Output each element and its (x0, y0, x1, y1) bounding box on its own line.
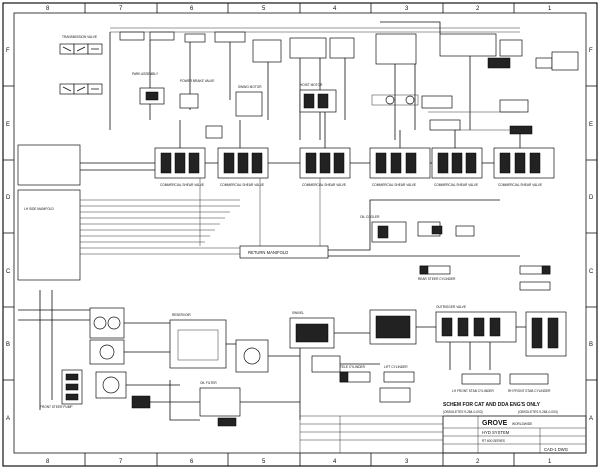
zone-left-D: D (6, 195, 11, 201)
zone-right-B: B (589, 342, 593, 348)
return-manifold-label: RETURN MANIFOLD (248, 250, 288, 255)
schem-note: SCHEM FOR CAT AND DDA ENG'S ONLY (443, 402, 541, 408)
valve-bank-d-label: COMMERCIAL SHEAR VALVE (372, 183, 416, 187)
zone-labels-right: F E D C B A (589, 48, 594, 422)
zone-top-2: 2 (476, 6, 480, 12)
zone-right-F: F (589, 48, 593, 54)
right-upper-components (421, 95, 533, 135)
company-suffix: WORLDWIDE (512, 422, 532, 426)
zone-bottom-5: 5 (262, 459, 266, 465)
zone-right-C: C (589, 269, 594, 275)
return-manifold: RETURN MANIFOLD (80, 178, 520, 259)
rear-steer-cylinders: REAR STEER CYLINDER (418, 265, 551, 291)
transmission-valve: TRANSMISSION VALVE (59, 35, 103, 95)
zone-left-F: F (6, 48, 10, 54)
zone-left-E: E (6, 122, 10, 128)
zone-left-B: B (6, 342, 10, 348)
swivel-label: SWIVEL (292, 311, 304, 315)
right-middle-components: OIL COOLER (360, 215, 475, 243)
valve-bank-a-label: COMMERCIAL SHEAR VALVE (160, 183, 204, 187)
valve-bank-row: COMMERCIAL SHEAR VALVE COMMERCIAL SHEAR … (80, 112, 555, 187)
zone-left-C: C (6, 269, 11, 275)
rh-front-cyl-label: RH FRONT STAB CYLINDER (508, 389, 551, 393)
zone-bottom-4: 4 (333, 459, 337, 465)
zone-labels-bottom: 8 7 6 5 4 3 2 1 (46, 459, 552, 465)
outrigger-valves: OUTRIGGER VALVE (369, 305, 567, 370)
title-block: GROVE WORLDWIDE HYD SYSTEM RT 600 SERIES… (442, 415, 587, 454)
lh-front-cyl-label: LH FRONT STAB CYLINDER (452, 389, 495, 393)
zone-ticks (3, 3, 597, 466)
drawing-subtitle: RT 600 SERIES (482, 439, 505, 443)
zone-bottom-6: 6 (190, 459, 194, 465)
zone-bottom-2: 2 (476, 459, 480, 465)
oil-cooler-label: OIL COOLER (360, 215, 380, 219)
sheet-id: CAD-1 DWG (544, 447, 568, 452)
zone-top-6: 6 (190, 6, 194, 12)
zone-labels-left: F E D C B A (6, 48, 11, 422)
valve-bank-c-label: COMMERCIAL SHEAR VALVE (302, 183, 346, 187)
zone-right-E: E (589, 122, 593, 128)
transmission-valve-label: TRANSMISSION VALVE (62, 35, 97, 39)
outrigger-label: OUTRIGGER VALVE (436, 305, 466, 309)
zone-bottom-1: 1 (548, 459, 552, 465)
zone-top-1: 1 (548, 6, 552, 12)
lower-cylinders: TELE CYLINDER LIFT CYLINDER LH FRONT STA… (339, 365, 551, 403)
mid-upper-valves: SWING MOTOR HOIST MOTOR (235, 83, 337, 117)
zone-bottom-3: 3 (405, 459, 409, 465)
zone-labels-top: 8 7 6 5 4 3 2 1 (46, 6, 552, 12)
revision-block (299, 415, 444, 454)
swing-motor-label: SWING MOTOR (238, 85, 262, 89)
brake-valve-label: POWER BRAKE VALVE (180, 79, 214, 83)
valve-bank-e-label: COMMERCIAL SHEAR VALVE (434, 183, 478, 187)
zone-left-A: A (6, 416, 10, 422)
park-assembly-label: PARK ASSEMBLY (132, 72, 159, 76)
zone-top-5: 5 (262, 6, 266, 12)
brake-valve-area: PARK ASSEMBLY POWER BRAKE VALVE (132, 72, 223, 139)
hoist-motor-label: HOIST MOTOR (300, 83, 323, 87)
zone-top-8: 8 (46, 6, 50, 12)
lift-cylinder-label: LIFT CYLINDER (384, 365, 408, 369)
drawing-title: HYD SYSTEM (482, 430, 510, 435)
filter-label: OIL FILTER (200, 381, 217, 385)
valve-bank-b-label: COMMERCIAL SHEAR VALVE (220, 183, 264, 187)
tele-cylinder-label: TELE CYLINDER (340, 365, 366, 369)
top-valve-cluster (109, 21, 579, 140)
valve-bank-f-label: COMMERCIAL SHEAR VALVE (498, 183, 542, 187)
zone-bottom-7: 7 (119, 459, 123, 465)
reservoir-label: RESERVOIR (172, 313, 191, 317)
zone-top-7: 7 (119, 6, 123, 12)
pump-assembly: FRONT STEER PUMP (18, 290, 200, 410)
rear-steer-label: REAR STEER CYLINDER (418, 277, 456, 281)
company-name: GROVE (482, 420, 508, 427)
reservoir-filter-area: RESERVOIR OIL FILTER (169, 313, 300, 427)
zone-top-4: 4 (333, 6, 337, 12)
zone-right-D: D (589, 195, 594, 201)
zone-right-A: A (589, 416, 593, 422)
left-manifold-label: LH SIDE MANIFOLD (24, 207, 54, 211)
obsolete-note-a: (OBSOLETES 9-284-0-003) (443, 410, 483, 414)
zone-bottom-8: 8 (46, 459, 50, 465)
left-manifold-block: LH SIDE MANIFOLD (17, 144, 81, 281)
swivel: SWIVEL (289, 311, 380, 420)
pump-label: FRONT STEER PUMP (40, 405, 73, 409)
zone-top-3: 3 (405, 6, 409, 12)
notes: SCHEM FOR CAT AND DDA ENG'S ONLY (OBSOLE… (443, 402, 558, 414)
obsolete-note-b: (OBSOLETES 9-284-0-003) (518, 410, 558, 414)
